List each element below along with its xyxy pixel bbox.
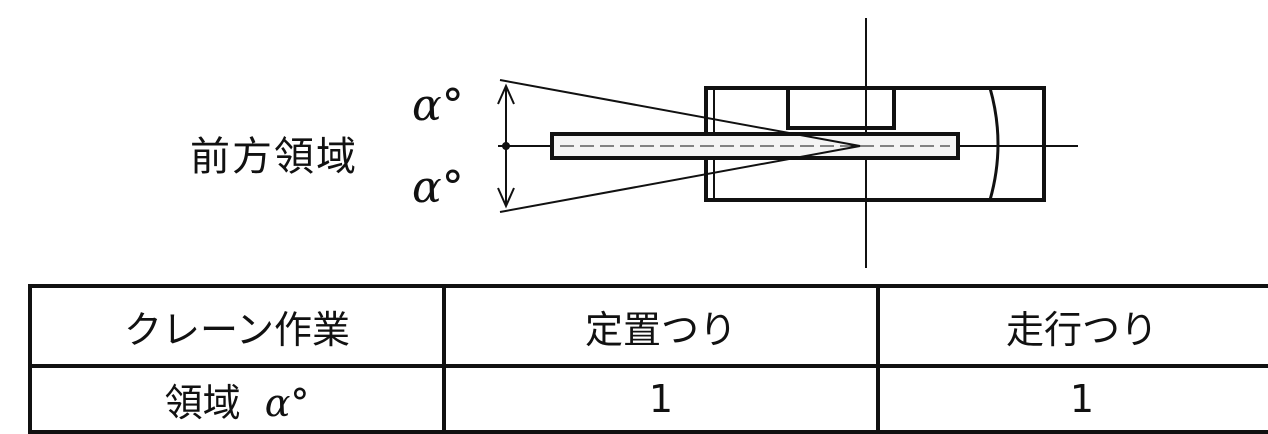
table-row: 領域 α° 1 1 bbox=[28, 364, 1268, 434]
stationary-value: 1 bbox=[442, 364, 880, 434]
front-region-label: 前方領域 bbox=[190, 134, 358, 180]
row-label-cell: 領域 α° bbox=[28, 364, 446, 434]
row-label-symbol: α° bbox=[264, 380, 310, 425]
header-traveling-lifting: 走行つり bbox=[876, 284, 1268, 368]
angle-label-bottom: α° bbox=[412, 162, 464, 213]
angle-arrowhead-upper bbox=[497, 83, 515, 105]
traveling-value: 1 bbox=[876, 364, 1268, 434]
crane-cab bbox=[786, 88, 896, 130]
table-header-row: クレーン作業 定置つり 走行つり bbox=[28, 284, 1268, 368]
pivot-dot bbox=[502, 142, 510, 150]
angle-arrowhead-lower bbox=[497, 187, 515, 209]
header-crane-work: クレーン作業 bbox=[28, 284, 446, 368]
angle-line-upper bbox=[499, 79, 861, 147]
row-label: 領域 bbox=[164, 380, 241, 425]
crane-work-table: クレーン作業 定置つり 走行つり 領域 α° 1 1 bbox=[28, 284, 1268, 434]
header-stationary-lifting: 定置つり bbox=[442, 284, 880, 368]
body-rear-curve bbox=[988, 87, 1000, 201]
angle-line-lower bbox=[499, 145, 861, 213]
crane-front-region-diagram bbox=[497, 18, 1078, 268]
angle-label-top: α° bbox=[412, 80, 464, 131]
